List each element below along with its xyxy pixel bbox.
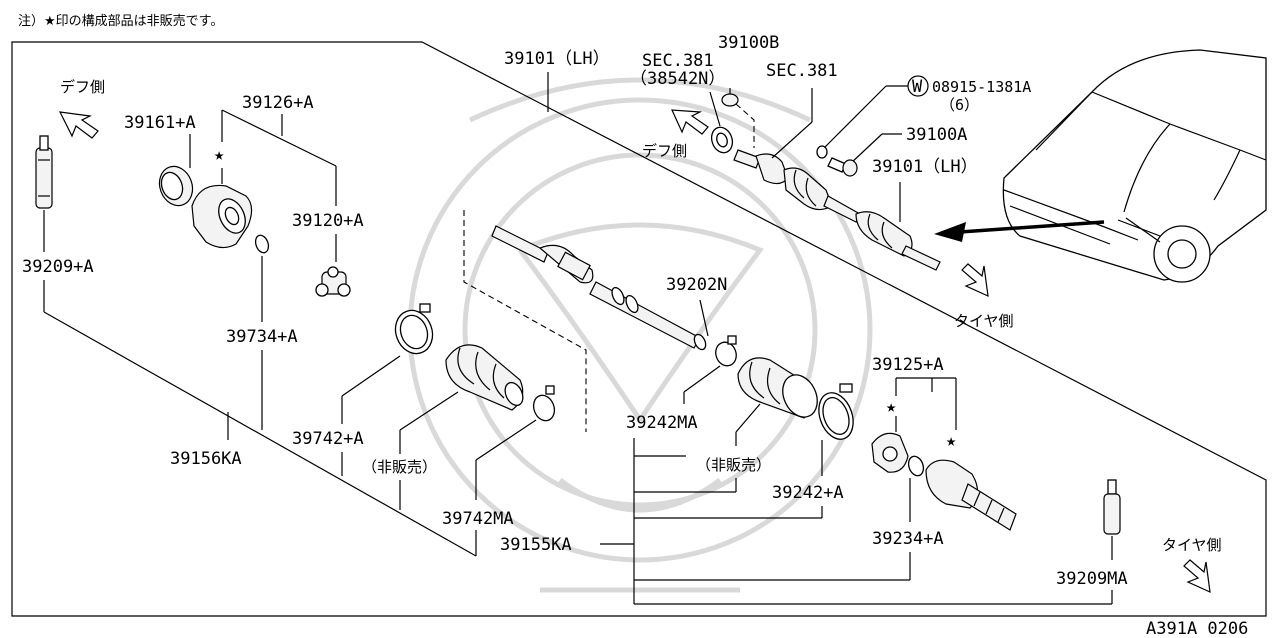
outer-joint-part[interactable] [925,459,1017,531]
location-arrow-icon [934,220,1105,242]
washer-symbol-text: W [912,77,923,97]
label-39100a[interactable]: 39100A [906,125,967,145]
tire-side-label-bottom: タイヤ側 [1162,536,1222,554]
label-39742a[interactable]: 39742+A [292,429,364,449]
inner-race-part[interactable] [871,432,909,473]
not-for-sale-left: （非販売） [362,458,437,476]
frame-outline [11,41,1267,617]
label-39155ka[interactable]: 39155KA [500,535,572,555]
car-illustration [1002,49,1267,283]
boot-right-part[interactable] [737,357,824,423]
diff-side-arrow-icon [58,111,99,139]
label-39734a[interactable]: 39734+A [226,327,298,347]
diff-side-label-center: デフ側 [642,142,687,160]
label-39209a[interactable]: 39209+A [22,257,94,277]
star-39125-right: ★ [946,431,956,451]
label-39101-top[interactable]: 39101（LH） [504,49,610,69]
small-clamp-part[interactable] [530,385,558,424]
grease-tube-right-part[interactable] [1103,479,1121,535]
label-39202n[interactable]: 39202N [666,275,727,295]
star-39125-left: ★ [886,397,896,417]
snap-ring-part[interactable] [253,233,270,254]
note-text: 注）★印の構成部品は非販売です。 [18,13,223,29]
label-39234a[interactable]: 39234+A [872,529,944,549]
label-39126a[interactable]: 39126+A [242,93,314,113]
dust-cap-part[interactable] [154,162,198,211]
not-for-sale-right: （非販売） [696,456,771,474]
large-band-part[interactable] [813,383,859,444]
tire-side-arrow-center-icon [961,263,989,297]
label-sec381-a[interactable]: SEC.381 [642,51,714,71]
label-38542n[interactable]: （38542N） [630,69,725,89]
spider-joint-part[interactable] [315,266,351,297]
outer-housing-part[interactable] [191,184,253,249]
bolt-part[interactable] [827,157,858,177]
label-39100b[interactable]: 39100B [718,33,779,53]
oil-seal-part[interactable] [708,124,736,155]
label-39742ma[interactable]: 39742MA [442,509,514,529]
label-08915-qty[interactable]: （6） [940,96,979,114]
tire-side-arrow-bottom-icon [1183,559,1211,593]
shaft-assembly-part[interactable] [733,149,941,271]
diagram-code: A391A 0206 [1146,619,1248,638]
diff-side-label-top-left: デフ側 [60,78,105,96]
label-39120a[interactable]: 39120+A [292,211,364,231]
grease-tube-part[interactable] [35,135,53,209]
label-39161a[interactable]: 39161+A [124,113,196,133]
tire-side-label-center: タイヤ側 [954,312,1014,330]
boot-left-part[interactable] [445,344,526,411]
label-39101-right[interactable]: 39101（LH） [872,157,978,177]
label-sec381-b[interactable]: SEC.381 [766,61,838,81]
nut-part[interactable] [721,93,739,107]
clamp-right-part[interactable] [712,335,739,369]
label-39242a[interactable]: 39242+A [772,483,844,503]
retainer-ring-part[interactable] [906,454,926,478]
label-39125a[interactable]: 39125+A [872,355,944,375]
star-39126: ★ [214,145,224,165]
washer-part[interactable] [816,145,828,159]
boot-band-part[interactable] [390,303,439,359]
label-39156ka[interactable]: 39156KA [170,449,242,469]
label-39209ma[interactable]: 39209MA [1056,569,1128,589]
label-08915[interactable]: 08915-1381A [932,78,1031,96]
label-39242ma[interactable]: 39242MA [626,413,698,433]
drive-shaft-part[interactable] [491,225,708,351]
diff-side-arrow-center-icon [671,109,709,135]
